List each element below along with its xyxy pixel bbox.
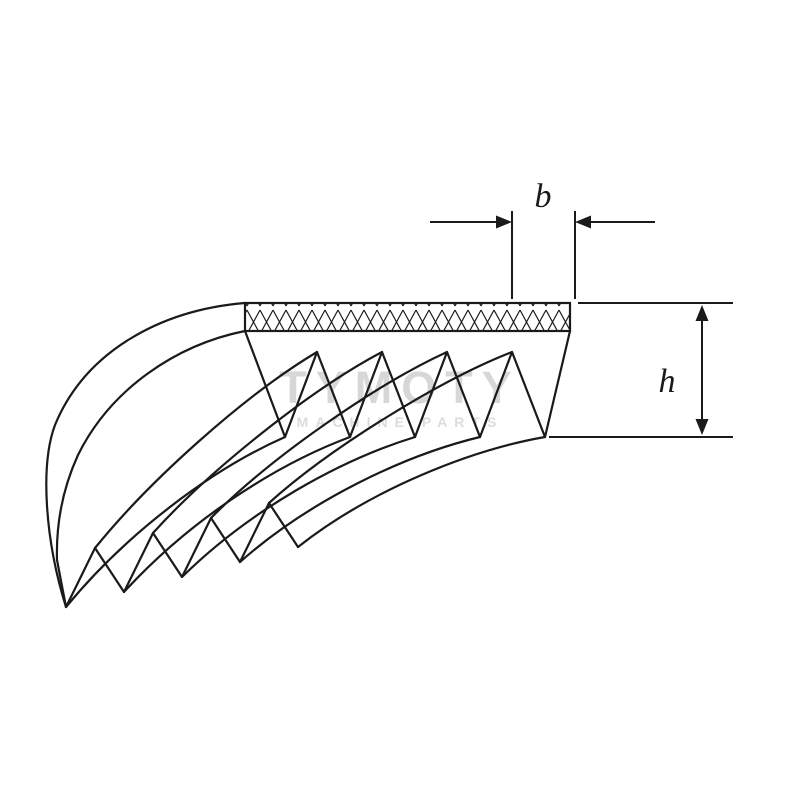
belt-cord-band: [243, 301, 572, 333]
belt-cross-section: [243, 301, 572, 439]
arrowhead-up-icon: [695, 305, 709, 321]
belt-rib-edge-curve: [238, 435, 482, 564]
belt-end-cut-zigzag: [55, 501, 300, 609]
belt-rib-profile: [243, 329, 572, 439]
belt-back-inner-curve: [55, 329, 247, 562]
belt-back-outer-curve: [45, 301, 247, 609]
dimension-b: b: [430, 178, 655, 299]
dimension-b-label: b: [535, 178, 552, 215]
dimension-h-label: h: [659, 363, 676, 400]
belt-groove-curve: [93, 350, 319, 550]
belt-rib-edge-curve: [180, 435, 417, 579]
belt-body: [45, 301, 547, 609]
watermark-title-text: TYMOTY: [279, 362, 521, 413]
arrowhead-left-icon: [575, 215, 591, 229]
dimension-h: h: [549, 302, 733, 438]
belt-rib-edge-curve: [122, 435, 352, 594]
arrowhead-right-icon: [496, 215, 512, 229]
belt-rib-edge-curve: [296, 435, 547, 549]
belt-groove-curve: [267, 350, 514, 505]
belt-rib-edge-curve: [64, 435, 287, 609]
belt-groove-curve: [151, 350, 384, 535]
arrowhead-down-icon: [695, 419, 709, 435]
belt-groove-curve: [209, 350, 449, 520]
